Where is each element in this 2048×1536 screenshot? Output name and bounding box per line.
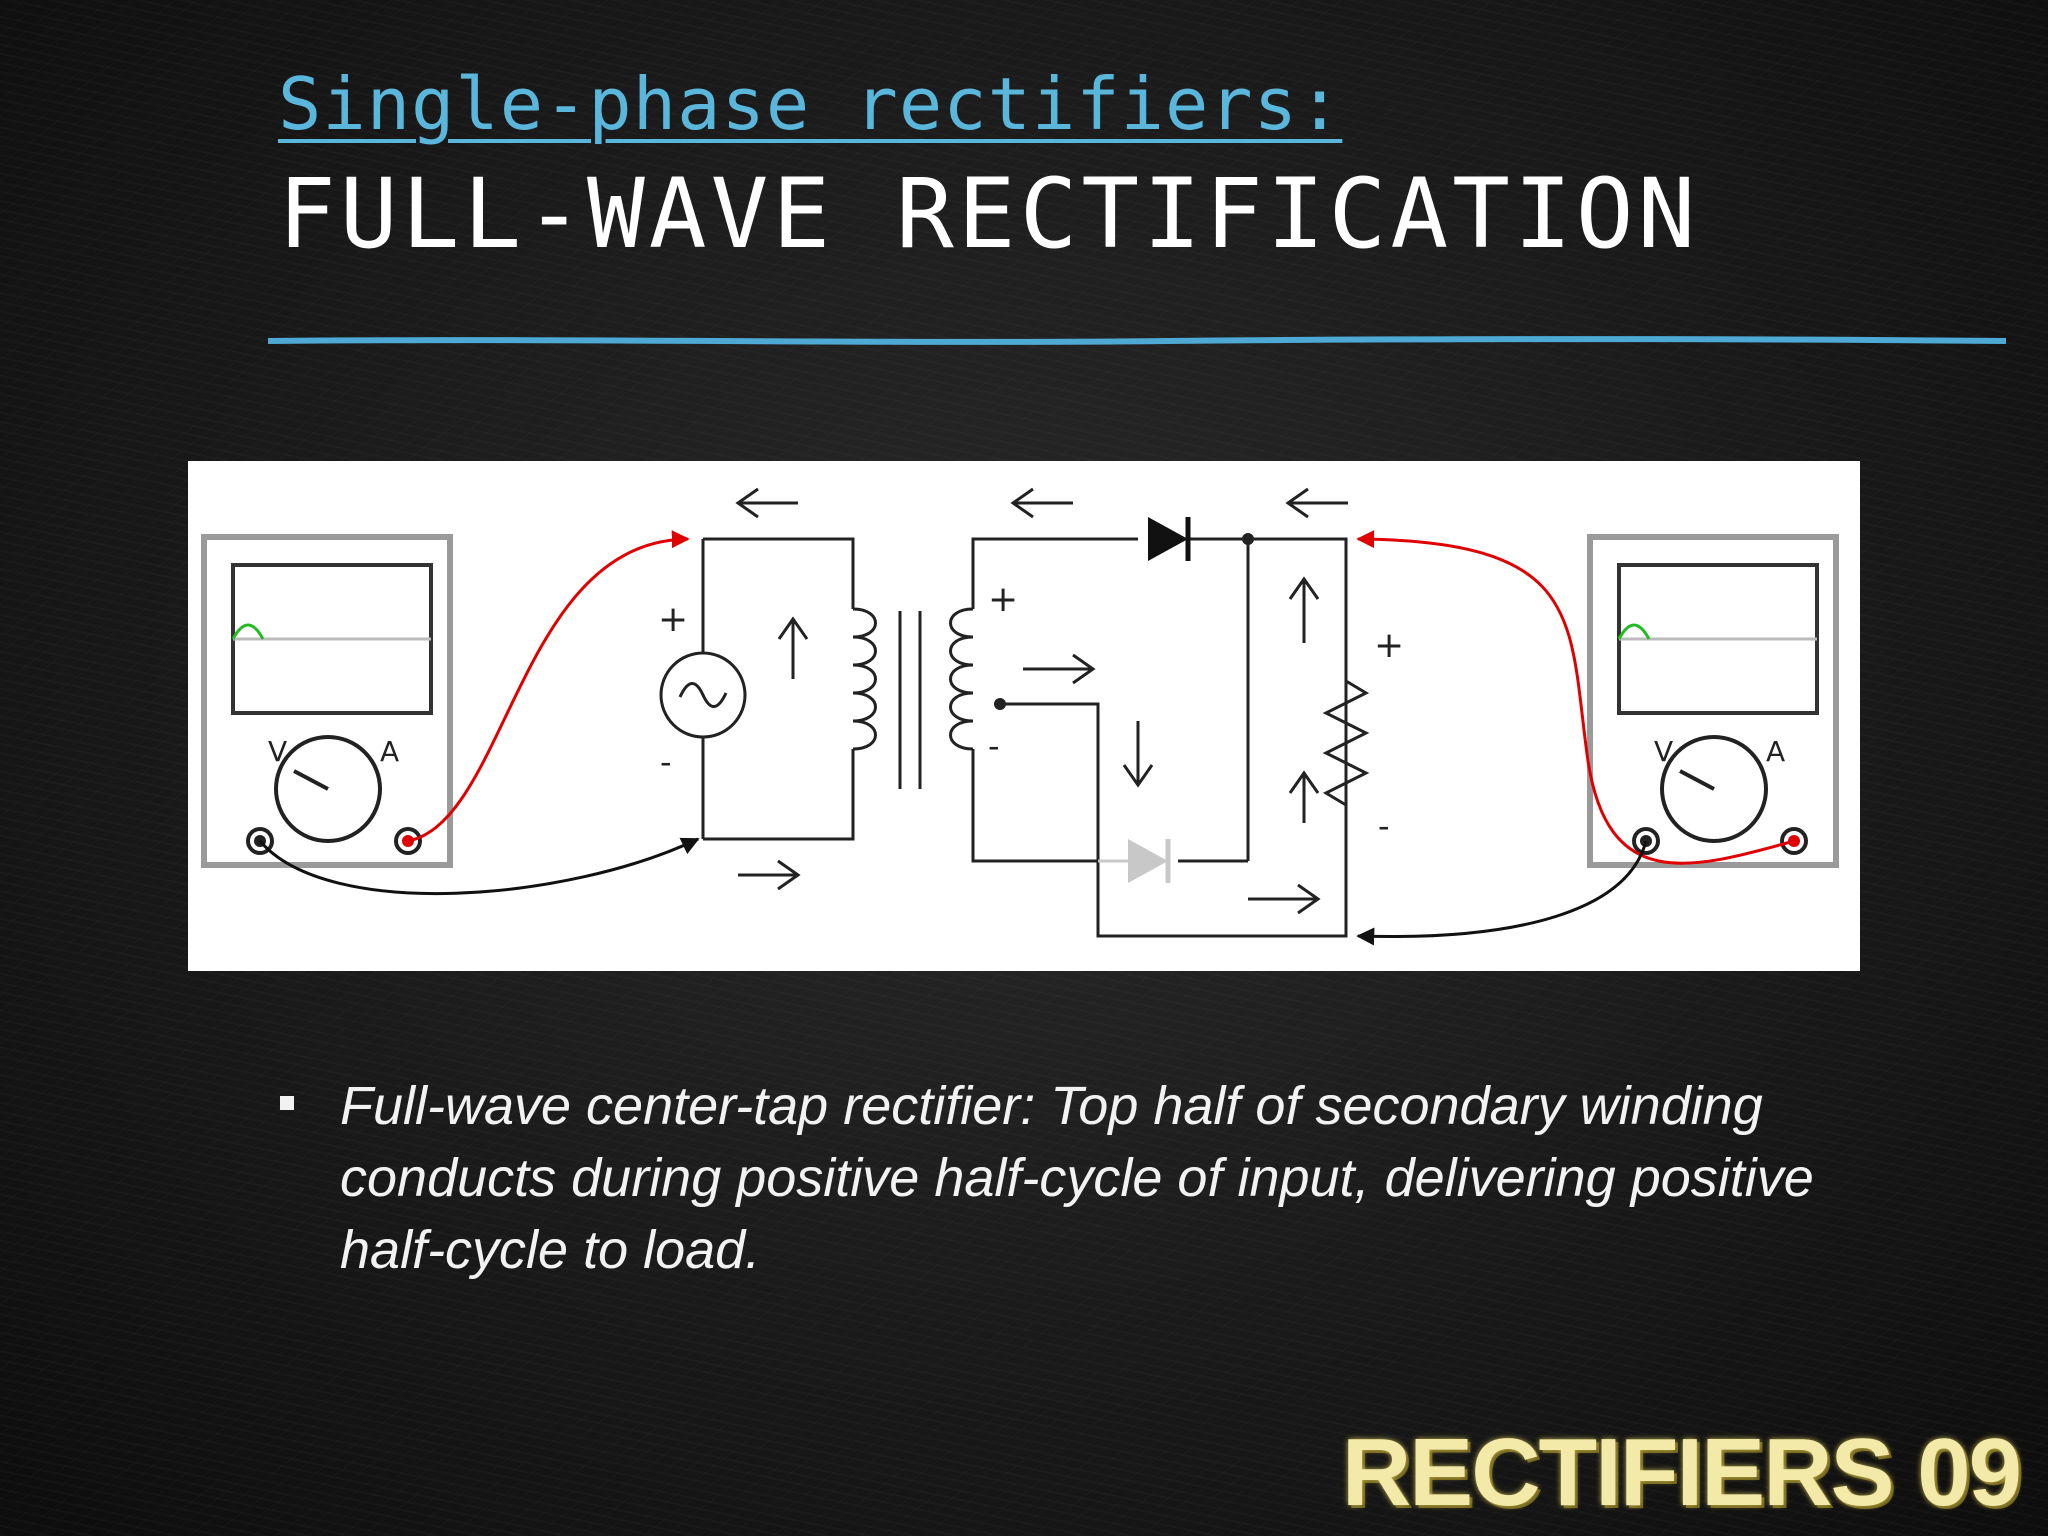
trace-green-right — [1617, 623, 1651, 640]
circuit-svg: V A + - — [201, 487, 1839, 946]
source-minus: - — [660, 743, 672, 781]
diode-active — [1148, 517, 1191, 561]
diode-inactive — [1098, 839, 1171, 883]
secondary-circuit — [949, 537, 1370, 938]
bullet-square-icon — [280, 1096, 294, 1110]
source-plus: + — [658, 599, 688, 640]
probe-red-right — [1356, 530, 1795, 865]
title-divider — [268, 336, 2006, 345]
probe-red-left — [407, 530, 690, 843]
bullet-item: Full-wave center-tap rectifier: Top half… — [280, 1070, 1840, 1286]
meter-v-label-left: V — [268, 735, 287, 768]
primary-circuit — [659, 537, 922, 841]
oscilloscope-left: V A — [201, 534, 453, 868]
meter-a-label-left: A — [380, 735, 399, 768]
trace-green-left — [231, 623, 265, 640]
output-node — [1242, 533, 1254, 545]
probe-black-left — [258, 837, 700, 896]
load-minus: - — [1378, 807, 1390, 845]
secondary-minus: - — [988, 727, 1000, 765]
secondary-plus: + — [988, 579, 1018, 620]
probe-black-right — [1356, 840, 1648, 946]
center-tap-node — [994, 698, 1006, 710]
bullet-text: Full-wave center-tap rectifier: Top half… — [340, 1076, 1814, 1280]
load-plus: + — [1374, 625, 1404, 666]
circuit-diagram: V A + - — [188, 461, 1860, 971]
slide-subtitle: Single-phase rectifiers: — [278, 62, 1343, 146]
slide-footer: RECTIFIERS 09 — [1341, 1419, 2022, 1526]
current-arrows — [735, 487, 1348, 915]
meter-a-label-right: A — [1766, 735, 1785, 768]
slide-title: FULL-WAVE RECTIFICATION — [278, 158, 1700, 270]
oscilloscope-right: V A — [1587, 534, 1839, 868]
meter-v-label-right: V — [1654, 735, 1673, 768]
